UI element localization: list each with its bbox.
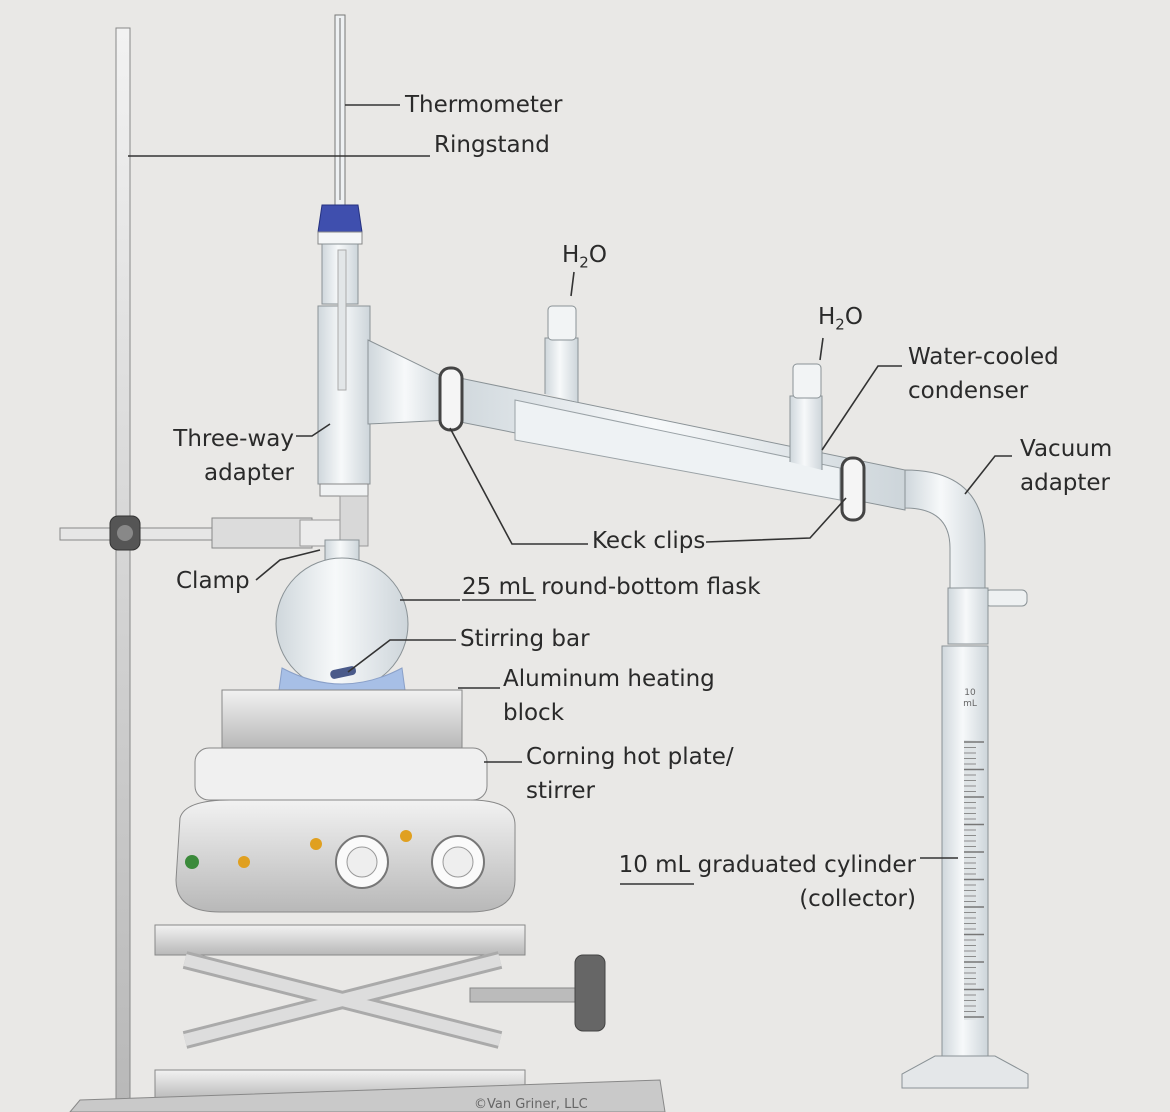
lab-jack-illustration (69, 924, 666, 1112)
label-vacuum-adapter: Vacuum adapter (1020, 432, 1112, 500)
label-round-bottom-flask: 25 mL round-bottom flask (462, 574, 761, 600)
heating-block-line-2: block (503, 700, 565, 726)
h2o-right-o: O (844, 304, 863, 330)
cylinder-marking-number: 10 (964, 688, 976, 698)
condenser-line-2: condenser (908, 378, 1029, 404)
ringstand-pole (115, 27, 131, 1109)
three-way-adapter-leader (296, 423, 331, 437)
graduated-cylinder-illustration (901, 645, 1029, 1089)
vacuum-line-1: Vacuum (1020, 436, 1113, 462)
label-hot-plate: Corning hot plate/ stirrer (526, 740, 734, 808)
heating-block-line-1: Aluminum heating (503, 666, 715, 692)
cylinder-graduations (964, 741, 984, 1018)
three-way-adapter-illustration (317, 231, 451, 547)
keck-clip-right (840, 456, 866, 522)
three-way-line-1: Three-way (173, 426, 294, 452)
h2o-left-arrow (570, 271, 575, 297)
keck-clip-left (438, 366, 464, 432)
clamp-leader (255, 549, 321, 581)
label-h2o-left: H2O (562, 238, 607, 280)
hot-plate-line-1: Corning hot plate/ (526, 744, 734, 770)
copyright-notice: ©Van Griner, LLC (474, 1097, 588, 1112)
vacuum-line-2: adapter (1020, 470, 1111, 496)
label-stirring-bar: Stirring bar (460, 626, 590, 652)
label-keck-clips: Keck clips (592, 528, 706, 554)
round-bottom-flask-illustration (275, 539, 409, 691)
condenser-illustration (449, 305, 906, 511)
label-thermometer: Thermometer (405, 92, 563, 118)
stirring-bar-leader (347, 639, 456, 673)
h2o-right-arrow (819, 337, 824, 361)
vacuum-adapter-leader (964, 455, 1012, 495)
h2o-right-subscript: 2 (835, 315, 845, 334)
condenser-leader (821, 365, 902, 451)
h2o-left-subscript: 2 (579, 253, 589, 272)
cylinder-line-2: (collector) (799, 886, 916, 912)
vacuum-adapter-illustration (904, 469, 1028, 645)
label-water-cooled-condenser: Water-cooled condenser (908, 340, 1059, 408)
keck-clips-right-leader (705, 497, 847, 543)
label-aluminum-heating-block: Aluminum heating block (503, 662, 715, 730)
label-h2o-right: H2O (818, 300, 863, 342)
heating-block-illustration (221, 689, 463, 749)
three-way-line-2: adapter (203, 460, 294, 486)
label-three-way-adapter: Three-way adapter (150, 422, 294, 490)
keck-clips-left-leader (449, 427, 588, 545)
thermometer-illustration (317, 14, 363, 233)
label-graduated-cylinder: 10 mL graduated cylinder (collector) (606, 848, 916, 916)
cylinder-line-1: 10 mL graduated cylinder (618, 852, 916, 878)
h2o-right-h: H (818, 304, 836, 330)
leader-lines (128, 104, 1012, 885)
label-ringstand: Ringstand (434, 132, 550, 158)
condenser-line-1: Water-cooled (908, 344, 1059, 370)
h2o-left-o: O (588, 242, 607, 268)
cylinder-capacity-marking: 10 mL (958, 688, 982, 710)
hot-plate-illustration (175, 747, 516, 913)
h2o-left-h: H (562, 242, 580, 268)
clamp-assembly (59, 515, 341, 551)
hot-plate-line-2: stirrer (526, 778, 595, 804)
label-clamp: Clamp (176, 568, 250, 594)
cylinder-marking-unit: mL (963, 699, 977, 709)
